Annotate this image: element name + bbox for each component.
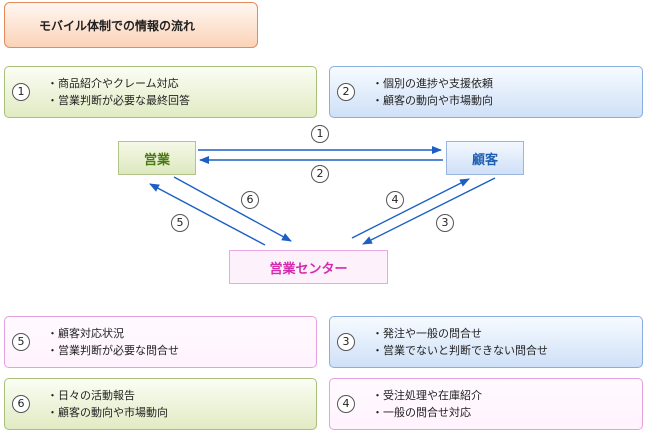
info-box-6: 6 ・日々の活動報告 ・顧客の動向や市場動向 — [4, 378, 317, 430]
info-box-3: 3 ・発注や一般の問合せ ・営業でないと判断できない問合せ — [329, 316, 643, 368]
arrow-sales-to-center — [173, 176, 292, 242]
info-line: ・一般の問合せ対応 — [372, 406, 471, 419]
info-line: ・個別の進捗や支援依頼 — [372, 77, 493, 90]
node-sales: 営業 — [118, 141, 196, 175]
page-title: モバイル体制での情報の流れ — [39, 18, 196, 33]
arrow-label-6: 6 — [241, 191, 259, 209]
node-client: 顧客 — [446, 141, 524, 175]
arrow-center-to-client — [351, 178, 470, 239]
info-line: ・顧客対応状況 — [47, 327, 124, 340]
node-sales-center-label: 営業センター — [269, 261, 348, 277]
number-badge: 4 — [337, 395, 355, 413]
info-box-1: 1 ・商品紹介やクレーム対応 ・営業判断が必要な最終回答 — [4, 66, 317, 118]
number-badge: 3 — [337, 333, 355, 351]
number-badge: 5 — [12, 333, 30, 351]
info-line: ・日々の活動報告 — [47, 389, 135, 402]
info-line: ・発注や一般の問合せ — [372, 327, 482, 340]
number-badge: 1 — [12, 83, 30, 101]
info-line: ・営業判断が必要な最終回答 — [47, 94, 190, 107]
info-box-5: 5 ・顧客対応状況 ・営業判断が必要な問合せ — [4, 316, 317, 368]
info-line: ・顧客の動向や市場動向 — [372, 94, 493, 107]
number-badge: 2 — [337, 83, 355, 101]
info-line: ・営業判断が必要な問合せ — [47, 344, 179, 357]
node-sales-center: 営業センター — [229, 250, 388, 284]
arrow-label-3: 3 — [436, 214, 454, 232]
arrow-label-2: 2 — [311, 165, 329, 183]
info-line: ・営業でないと判断できない問合せ — [372, 344, 548, 357]
arrow-client-to-center — [362, 177, 496, 245]
info-box-4: 4 ・受注処理や在庫紹介 ・一般の問合せ対応 — [329, 378, 643, 430]
info-line: ・顧客の動向や市場動向 — [47, 406, 168, 419]
info-box-2: 2 ・個別の進捗や支援依頼 ・顧客の動向や市場動向 — [329, 66, 643, 118]
title-box: モバイル体制での情報の流れ — [4, 2, 258, 48]
arrow-label-4: 4 — [386, 191, 404, 209]
number-badge: 6 — [12, 395, 30, 413]
arrow-label-1: 1 — [311, 125, 329, 143]
arrow-center-to-sales — [149, 183, 266, 246]
node-client-label: 顧客 — [471, 152, 498, 168]
node-sales-label: 営業 — [143, 152, 170, 168]
info-line: ・受注処理や在庫紹介 — [372, 389, 482, 402]
arrow-label-5: 5 — [171, 214, 189, 232]
info-line: ・商品紹介やクレーム対応 — [47, 77, 179, 90]
